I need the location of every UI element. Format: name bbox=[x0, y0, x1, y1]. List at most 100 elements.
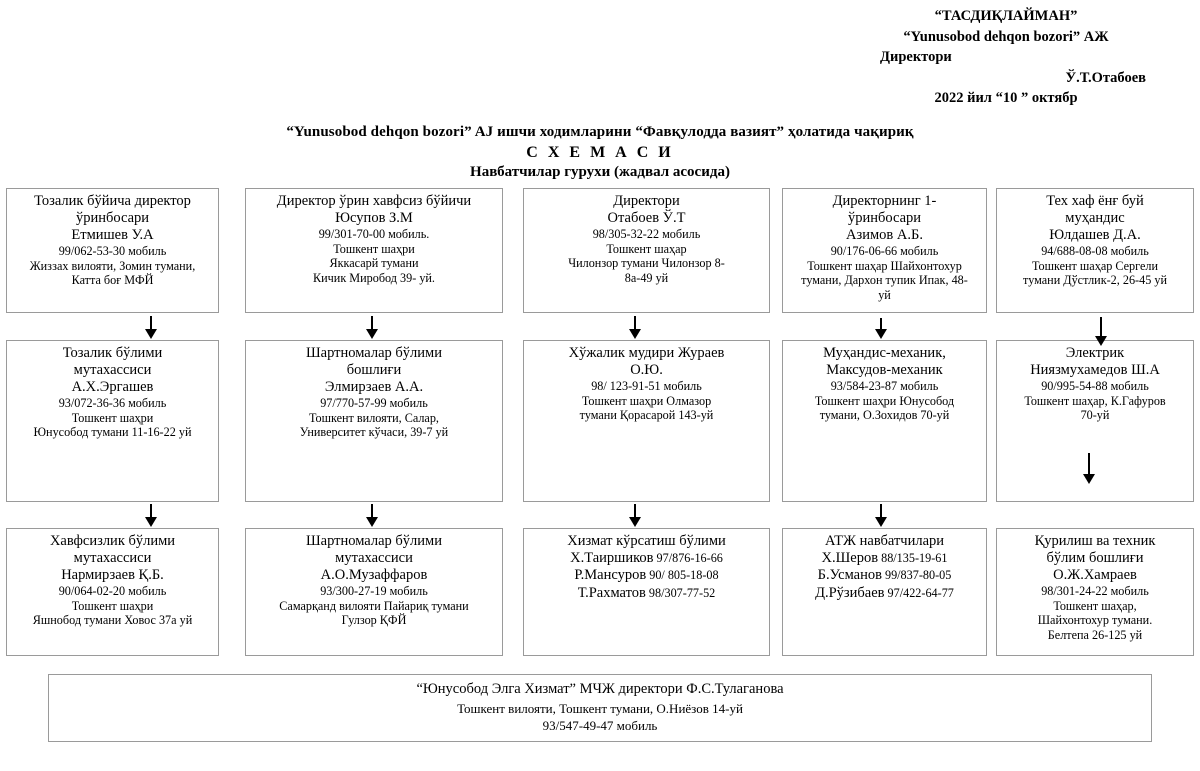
title-line-2: С Х Е М А С И bbox=[526, 144, 674, 161]
node-person-phone: 99/837-80-05 bbox=[881, 568, 952, 583]
node-phone: 90/995-54-88 мобиль bbox=[1041, 378, 1149, 393]
node-phone: 94/688-08-08 мобиль bbox=[1041, 243, 1149, 258]
approval-line-role: Директори bbox=[880, 49, 952, 66]
node-phone: 93/072-36-36 мобиль bbox=[58, 395, 167, 410]
connector-arrow-down-icon bbox=[875, 318, 887, 339]
node-person-entry: Б.Усманов 99/837-80-05 bbox=[783, 567, 986, 584]
node-person-name: Д.Рўзибаев bbox=[815, 584, 885, 601]
node-person-phone: 90/ 805-18-08 bbox=[646, 568, 719, 583]
node-title-line: ўринбосари bbox=[847, 209, 922, 226]
node-address-line: Тошкент шаҳри Юнусобод bbox=[814, 393, 955, 408]
node-person-name: Юлдашев Д.А. bbox=[1049, 226, 1141, 243]
node-address-line: Тошкент шаҳар Сергели bbox=[1032, 258, 1158, 273]
node-phone: 98/305-32-22 мобиль bbox=[592, 226, 701, 241]
node-address-line: Тошкент шаҳри Олмазор bbox=[581, 393, 712, 408]
title-line-1: “Yunusobod dehqon bozori” AJ ишчи ходимл… bbox=[286, 124, 914, 140]
node-phone: 90/064-02-20 мобиль bbox=[58, 583, 167, 598]
node-person-entry: Х.Таиршиков 97/876-16-66 bbox=[524, 550, 769, 567]
node-title-line: Хизмат кўрсатиш бўлими bbox=[567, 533, 726, 549]
node-phone: 93/300-27-19 мобиль bbox=[320, 583, 428, 598]
node-phone: 98/301-24-22 мобиль bbox=[1041, 583, 1149, 598]
node-title-line: мутахассиси bbox=[73, 549, 152, 566]
node-person-name: О.Ж.Хамраев bbox=[1053, 566, 1137, 583]
node-address-line: Юнусобод тумани 11-16-22 уй bbox=[33, 425, 192, 440]
node-phone: 90/176-06-66 мобиль bbox=[830, 243, 939, 258]
node-person-entry: Д.Рўзибаев 97/422-64-77 bbox=[783, 585, 986, 602]
node-address-line: Тошкент шаҳри bbox=[71, 410, 154, 425]
node-title-line: бўлим бошлиғи bbox=[1046, 549, 1144, 566]
node-person-name: Х.Таиршиков bbox=[570, 549, 654, 566]
node-title-line: муҳандис bbox=[1065, 209, 1125, 226]
node-address-line: Тошкент шаҳар bbox=[606, 241, 687, 256]
node-person-name: Т.Рахматов bbox=[577, 584, 646, 601]
approval-line-confirm: “ТАСДИҚЛАЙМАН” bbox=[934, 8, 1078, 24]
footer-line-1: “Юнусобод Элга Хизмат” МЧЖ директори Ф.С… bbox=[416, 681, 784, 697]
node-address-line: Тошкент шаҳри bbox=[333, 241, 415, 256]
node-title-line: Шартномалар бўлими bbox=[306, 533, 442, 549]
node-person-name: Юсупов З.М bbox=[335, 209, 413, 226]
node-title-line: Директори bbox=[613, 193, 680, 209]
node-person-name: Б.Усманов bbox=[817, 567, 882, 584]
approval-block: “ТАСДИҚЛАЙМАН” “Yunusobod dehqon bozori”… bbox=[826, 6, 1186, 109]
node-title-line: Тех хаф ёнғ буй bbox=[1046, 193, 1144, 209]
node-person-phone: 97/876-16-66 bbox=[653, 550, 723, 565]
node-address-line: уй bbox=[878, 287, 891, 302]
node-person-name: Элмирзаев А.А. bbox=[324, 378, 424, 395]
node-address-line: Катта боғ МФЙ bbox=[71, 273, 154, 288]
node-address-line: Тошкент шаҳар, К.Гафуров bbox=[1024, 393, 1166, 408]
connector-arrow-down-icon bbox=[629, 316, 641, 339]
node-address-line: Тошкент шаҳри bbox=[71, 598, 154, 613]
footer-line-2: Тошкент вилояти, Тошкент тумани, О.Ниёзо… bbox=[457, 700, 743, 716]
node-title-line: мутахассиси bbox=[335, 549, 413, 566]
node-person-phone: 98/307-77-52 bbox=[645, 585, 716, 600]
connector-arrow-down-icon bbox=[366, 316, 378, 339]
node-title-line: Хавфсизлик бўлими bbox=[49, 533, 176, 549]
node-title-line: ўринбосари bbox=[75, 209, 150, 226]
approval-line-company: “Yunusobod dehqon bozori” АЖ bbox=[903, 28, 1109, 45]
node-title-line: Максудов-механик bbox=[826, 361, 943, 378]
node-address-line: Яшнобод тумани Ховос 37а уй bbox=[32, 613, 193, 628]
approval-line-name: Ў.Т.Отабоев bbox=[1065, 69, 1146, 86]
node-address-line: тумани Дўстлик-2, 26-45 уй bbox=[1023, 273, 1167, 288]
connector-arrow-down-icon bbox=[366, 504, 378, 527]
node-title-line: Директорнинг 1- bbox=[832, 193, 937, 209]
node-title-line: Тозалик бўйича директор bbox=[34, 193, 191, 209]
node-person-name: А.Х.Эргашев bbox=[71, 378, 154, 395]
footer-line-3: 93/547-49-47 мобиль bbox=[542, 718, 658, 734]
node-title-line: Хўжалик мудири Жураев bbox=[568, 345, 725, 361]
node-address-line: Шайхонтохур тумани. bbox=[1037, 613, 1153, 628]
connector-arrow-down-icon bbox=[1083, 453, 1095, 484]
footer-node: “Юнусобод Элга Хизмат” МЧЖ директори Ф.С… bbox=[48, 674, 1152, 742]
node-title-line: Шартномалар бўлими bbox=[306, 345, 442, 361]
node-person-name: Ниязмухамедов Ш.А bbox=[1030, 361, 1160, 378]
node-address-line: Яккасарй тумани bbox=[329, 256, 419, 271]
title-line-3: Навбатчилар гурухи (жадвал асосида) bbox=[470, 164, 730, 180]
node-title-line: Қурилиш ва техник bbox=[1034, 533, 1156, 549]
node-person-entry: Т.Рахматов 98/307-77-52 bbox=[524, 585, 769, 602]
node-address-line: Чилонзор тумани Чилонзор 8- bbox=[568, 256, 725, 271]
node-address-line: Тошкент шаҳар Шайхонтохур bbox=[807, 258, 962, 273]
node-person-phone: 88/135-19-61 bbox=[878, 550, 948, 565]
connector-arrow-down-icon bbox=[629, 504, 641, 527]
node-person-name: Х.Шеров bbox=[821, 549, 879, 566]
connector-arrow-down-icon bbox=[145, 316, 157, 339]
node-phone: 99/301-70-00 мобиль. bbox=[318, 226, 430, 241]
node-address-line: Университет кўчаси, 39-7 уй bbox=[299, 425, 449, 440]
page-title: “Yunusobod dehqon bozori” AJ ишчи ходимл… bbox=[0, 124, 1200, 181]
node-phone: 98/ 123-91-51 мобиль bbox=[591, 378, 702, 393]
node-address-line: Кичик Миробод 39- уй. bbox=[313, 270, 435, 285]
node-address-line: 70-уй bbox=[1080, 408, 1110, 423]
node-title-line: Электрик bbox=[1065, 345, 1125, 361]
node-person-entry: Х.Шеров 88/135-19-61 bbox=[783, 550, 986, 567]
node-title-line: мутахассиси bbox=[73, 361, 152, 378]
node-person-name: Нармирзаев Қ.Б. bbox=[61, 566, 164, 583]
